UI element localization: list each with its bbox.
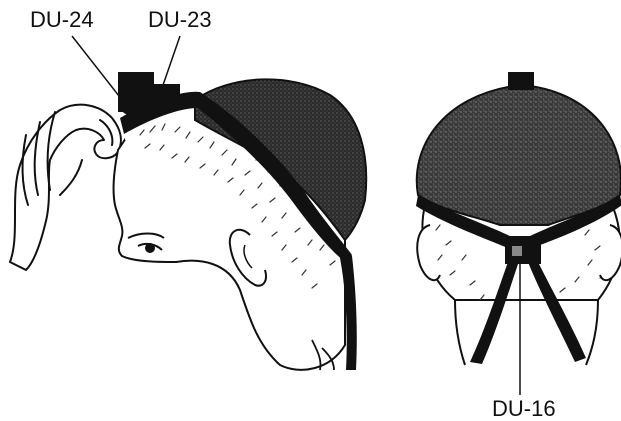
- occiput-electrode-highlight: [512, 246, 522, 256]
- du23-leader-line: [162, 36, 180, 88]
- side-view-figure: [10, 36, 366, 370]
- label-du-23: DU-23: [148, 9, 212, 31]
- hand-drawing: [10, 105, 121, 270]
- occiput-electrode: [505, 240, 541, 264]
- back-top-electrode: [508, 72, 534, 90]
- label-du-24: DU-24: [30, 9, 94, 31]
- back-cap-dome: [417, 85, 621, 225]
- back-view-figure: [416, 72, 621, 395]
- label-du-16: DU-16: [492, 398, 556, 420]
